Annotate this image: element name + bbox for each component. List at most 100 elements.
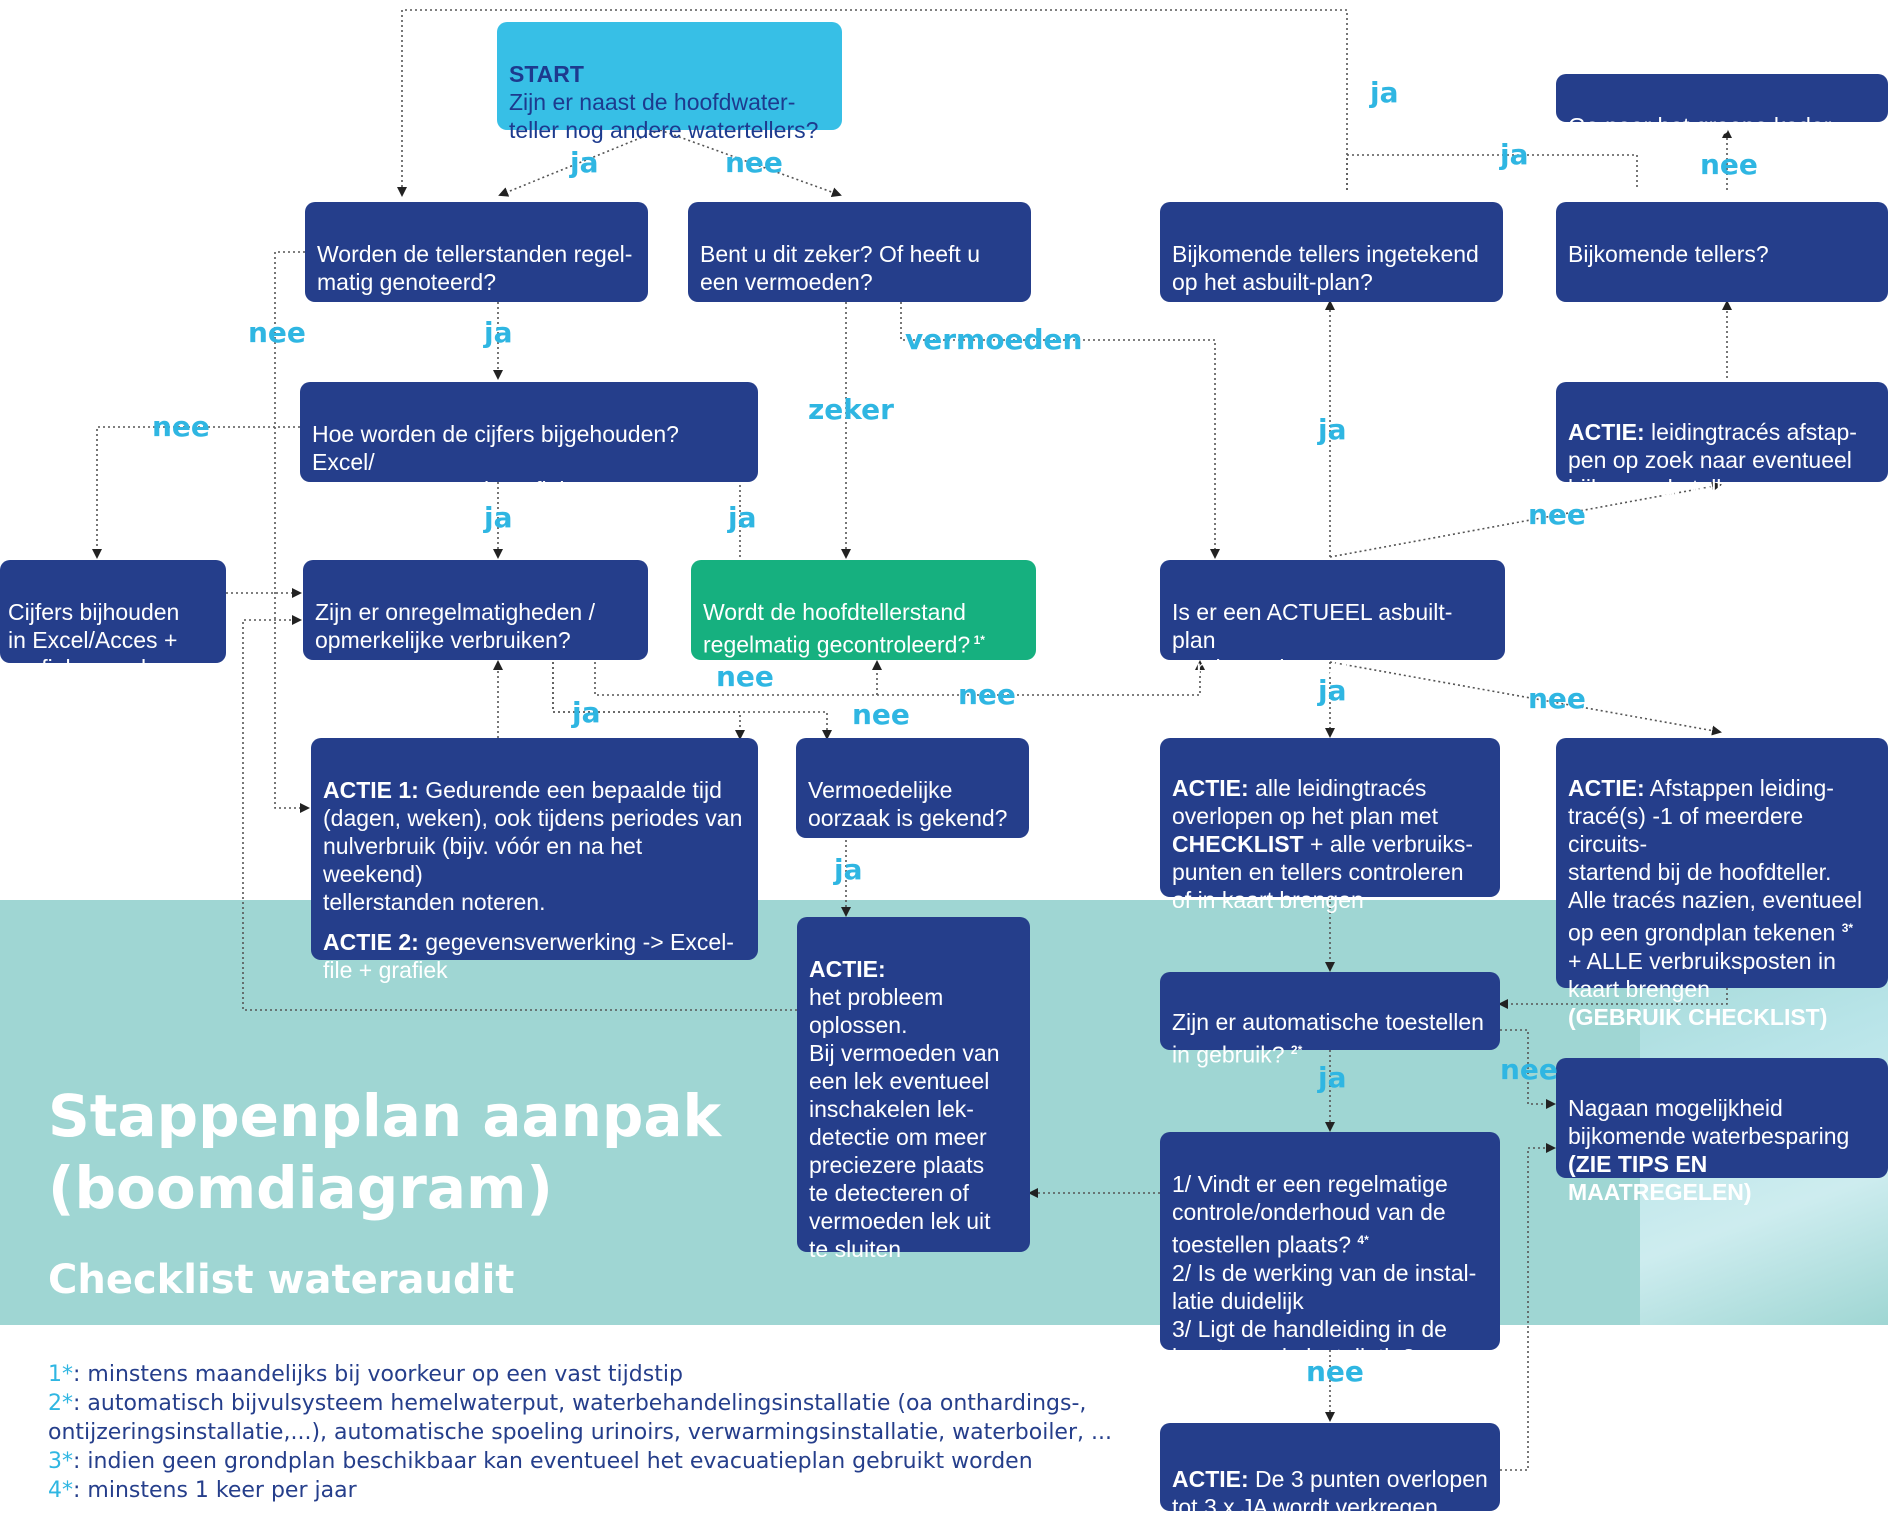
footnote-3: 3*: indien geen grondplan beschikbaar ka… — [48, 1447, 1108, 1476]
controle-footnote: 4* — [1357, 1233, 1369, 1247]
label-vermoeden: vermoeden — [905, 323, 1083, 356]
actie-overlopen-text1: alle leidingtracés overlopen op het plan… — [1172, 775, 1438, 829]
controle-question-2-3: 2/ Is de werking van de instal- latie du… — [1172, 1259, 1477, 1370]
node-controle: 1/ Vindt er een regelmatige controle/ond… — [1160, 1132, 1500, 1368]
nagaan-tips: (ZIE TIPS EN MAATREGELEN) — [1568, 1151, 1752, 1205]
node-actie-leidingtraces: ACTIE: leidingtracés afstap- pen op zoek… — [1556, 382, 1888, 501]
node-actie-1-2: ACTIE 1: Gedurende een bepaalde tijd (da… — [311, 738, 758, 983]
label-nee-bijkomend: nee — [1700, 148, 1758, 181]
node-actie-3punten: ACTIE: De 3 punten overlopen tot 3 x JA … — [1160, 1423, 1500, 1520]
footnotes: 1*: minstens maandelijks bij voorkeur op… — [48, 1360, 1112, 1505]
label-ja-hoofdtellerstand: ja — [728, 501, 757, 534]
label-nee-oorzaak-in: nee — [852, 698, 910, 731]
actie-probleem-text: het probleem oplossen. Bij vermoeden van… — [809, 984, 1000, 1262]
footnote-4: 4*: minstens 1 keer per jaar — [48, 1476, 1108, 1505]
tellerstanden-question: Worden de tellerstanden regel- matig gen… — [317, 241, 633, 295]
label-nee-onregelmatigheden: nee — [958, 678, 1016, 711]
page-title-line2: (boomdiagram) — [48, 1154, 553, 1222]
label-ja-onregelmatigheden: ja — [572, 696, 601, 729]
node-tellerstanden: Worden de tellerstanden regel- matig gen… — [305, 202, 648, 302]
start-question: Zijn er naast de hoofdwater- teller nog … — [509, 89, 819, 143]
actie-afstappen-footnote: 3* — [1841, 921, 1854, 935]
label-ja-ingetekend: ja — [1500, 138, 1529, 171]
ingetekend-question: Bijkomende tellers ingetekend op het asb… — [1172, 241, 1479, 295]
nagaan-text: Nagaan mogelijkheid bijkomende waterbesp… — [1568, 1095, 1850, 1149]
page-title: Stappenplan aanpak (boomdiagram) — [48, 1080, 721, 1224]
actie-1-text: Gedurende een bepaalde tijd (dagen, weke… — [323, 777, 743, 915]
node-automatisch: Zijn er automatische toestellen in gebru… — [1160, 972, 1500, 1068]
page-title-line1: Stappenplan aanpak — [48, 1082, 722, 1150]
automatisch-footnote: 2* — [1290, 1043, 1303, 1057]
cijfers-bijhouden-text: Cijfers bijhouden in Excel/Acces + grafi… — [8, 599, 185, 681]
asbuilt-question: Is er een ACTUEEL asbuilt-plan van het g… — [1172, 599, 1453, 681]
node-onregelmatigheden: Zijn er onregelmatigheden / opmerkelijke… — [303, 560, 648, 660]
start-title: START — [509, 61, 584, 87]
actie-overlopen-text2: + alle verbruiks- punten en tellers cont… — [1172, 831, 1473, 913]
actie-afstappen-lead: ACTIE: — [1568, 775, 1645, 801]
actie-probleem-lead: ACTIE: — [809, 956, 886, 982]
footnote-2: 2*: automatisch bijvulsysteem hemelwater… — [48, 1389, 1108, 1418]
node-actie-probleem: ACTIE:het probleem oplossen. Bij vermoed… — [797, 917, 1030, 1262]
label-ja-asbuilt-down: ja — [1318, 674, 1347, 707]
actie-2-text: gegevensverwerking -> Excel- file + graf… — [323, 929, 734, 983]
label-nee-start: nee — [725, 146, 783, 179]
bijkomend-question: Bijkomende tellers? — [1568, 241, 1769, 267]
node-hoofdtellerstand: Wordt de hoofdtellerstand regelmatig gec… — [691, 560, 1036, 660]
footnote-1: 1*: minstens maandelijks bij voorkeur op… — [48, 1360, 1108, 1389]
actie-leidingtraces-lead: ACTIE: — [1568, 419, 1645, 445]
node-zeker: Bent u dit zeker? Of heeft u een vermoed… — [688, 202, 1031, 302]
actie-1-lead: ACTIE 1: — [323, 777, 419, 803]
label-nee-hoofdtellerstand: nee — [716, 660, 774, 693]
actie-2-lead: ACTIE 2: — [323, 929, 419, 955]
controle-question-1: 1/ Vindt er een regelmatige controle/ond… — [1172, 1171, 1448, 1258]
footnote-3-num: 3* — [48, 1449, 73, 1474]
node-actie-afstappen: ACTIE: Afstappen leiding- tracé(s) -1 of… — [1556, 738, 1888, 1030]
groene-kader-text: Ga naar het groene kader — [1568, 113, 1832, 139]
footnote-2b-text: ontijzeringsinstallatie,...), automatisc… — [48, 1420, 1112, 1445]
label-nee-cijfers: nee — [152, 410, 210, 443]
label-nee-asbuilt-down: nee — [1528, 682, 1586, 715]
label-ja-oorzaak: ja — [834, 853, 863, 886]
footnote-4-text: : minstens 1 keer per jaar — [73, 1478, 357, 1503]
footnote-4-num: 4* — [48, 1478, 73, 1503]
footnote-1-text: : minstens maandelijks bij voorkeur op e… — [73, 1362, 683, 1387]
footnote-2-text: : automatisch bijvulsysteem hemelwaterpu… — [73, 1391, 1087, 1416]
actie-overlopen-lead: ACTIE: — [1172, 775, 1249, 801]
label-ja-tellerstanden: ja — [484, 316, 513, 349]
cijfers-question: Hoe worden de cijfers bijgehouden? Excel… — [312, 421, 679, 503]
page-subtitle: Checklist wateraudit — [48, 1257, 515, 1303]
node-cijfers-bijhouden: Cijfers bijhouden in Excel/Acces + grafi… — [0, 560, 226, 681]
label-ja-asbuilt-up: ja — [1318, 413, 1347, 446]
onregelmatigheden-question: Zijn er onregelmatigheden / opmerkelijke… — [315, 599, 595, 653]
label-ja-cijfers: ja — [484, 501, 513, 534]
label-ja-automatisch: ja — [1318, 1061, 1347, 1094]
actie-afstappen-checklist: (GEBRUIK CHECKLIST) — [1568, 1003, 1828, 1030]
footnote-3-text: : indien geen grondplan beschikbaar kan … — [73, 1449, 1033, 1474]
oorzaak-question: Vermoedelijke oorzaak is gekend? — [808, 777, 1008, 831]
actie-afstappen-text1: Afstappen leiding- tracé(s) -1 of meerde… — [1568, 775, 1863, 946]
node-nagaan: Nagaan mogelijkheid bijkomende waterbesp… — [1556, 1058, 1888, 1205]
label-nee-asbuilt-right: nee — [1528, 498, 1586, 531]
label-nee-controle: nee — [1306, 1355, 1364, 1388]
node-ingetekend: Bijkomende tellers ingetekend op het asb… — [1160, 202, 1503, 302]
label-nee-automatisch: nee — [1500, 1053, 1558, 1086]
label-ja-start: ja — [570, 146, 599, 179]
node-oorzaak: Vermoedelijke oorzaak is gekend? — [796, 738, 1029, 838]
automatisch-question: Zijn er automatische toestellen in gebru… — [1172, 1009, 1484, 1068]
node-actie-overlopen: ACTIE: alle leidingtracés overlopen op h… — [1160, 738, 1500, 913]
hoofdtellerstand-question: Wordt de hoofdtellerstand regelmatig gec… — [703, 599, 971, 658]
actie-overlopen-checklist: CHECKLIST — [1172, 831, 1304, 857]
actie-afstappen-text2: + ALLE verbruiksposten in kaart brengen — [1568, 947, 1836, 1002]
node-bijkomend: Bijkomende tellers? — [1556, 202, 1888, 302]
actie-3punten-lead: ACTIE: — [1172, 1466, 1249, 1492]
node-asbuilt: Is er een ACTUEEL asbuilt-plan van het g… — [1160, 560, 1505, 681]
hoofdtellerstand-footnote: 1* — [973, 633, 985, 647]
footnote-1-num: 1* — [48, 1362, 73, 1387]
footnote-2-cont: ontijzeringsinstallatie,...), automatisc… — [48, 1418, 1112, 1447]
zeker-question: Bent u dit zeker? Of heeft u een vermoed… — [700, 241, 980, 295]
actie-leidingtraces-text: leidingtracés afstap- pen op zoek naar e… — [1568, 419, 1857, 501]
label-nee-tellerstanden: nee — [248, 316, 306, 349]
label-zeker: zeker — [808, 393, 894, 426]
